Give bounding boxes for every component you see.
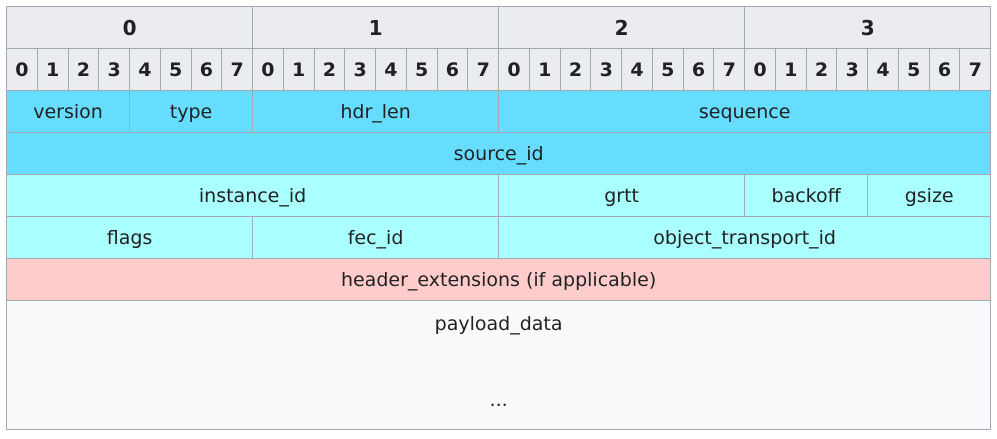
bit-offset-30: 6 [928,48,961,91]
payload-row: payload_data ... [5,300,992,430]
bit-offset-18: 2 [559,48,592,91]
bit-offset-11: 3 [344,48,377,91]
field-backoff: backoff [744,174,869,217]
bit-offset-2: 2 [67,48,100,91]
bit-offset-20: 4 [621,48,653,91]
byte-offset-row: 0 1 2 3 [5,6,992,49]
bit-offset-1: 1 [36,48,69,91]
field-hdr-len: hdr_len [252,90,500,133]
bit-offset-0: 0 [6,48,38,91]
field-header-extensions: header_extensions (if applicable) [5,258,992,301]
bit-offset-4: 4 [129,48,161,91]
bit-offset-27: 3 [836,48,869,91]
bit-offset-12: 4 [375,48,407,91]
bit-offset-6: 6 [190,48,223,91]
bit-offset-21: 5 [651,48,684,91]
byte-offset-2: 2 [498,6,746,49]
header-row-3: instance_id grtt backoff gsize [5,174,992,217]
header-row-1: version type hdr_len sequence [6,90,992,133]
field-fec-id: fec_id [252,216,500,259]
bit-offset-19: 3 [590,48,623,91]
bit-offset-23: 7 [713,48,746,91]
field-flags: flags [5,216,254,259]
bit-offset-14: 6 [436,48,469,91]
field-object-transport-id: object_transport_id [498,216,992,259]
field-grtt: grtt [498,174,746,217]
field-source-id: source_id [5,132,992,175]
bit-offset-9: 1 [282,48,315,91]
header-row-2: source_id [5,132,992,175]
bit-offset-15: 7 [467,48,500,91]
payload-label: payload_data [434,313,563,335]
bit-offset-8: 0 [252,48,284,91]
payload-continuation: ... [489,389,508,411]
bit-offset-10: 2 [313,48,346,91]
bit-offset-3: 3 [98,48,130,91]
bit-offset-24: 0 [744,48,776,91]
bit-offset-26: 2 [805,48,838,91]
byte-offset-0: 0 [5,6,254,49]
bit-offset-22: 6 [682,48,715,91]
bit-offset-31: 7 [959,48,992,91]
bit-offset-25: 1 [774,48,807,91]
field-type: type [128,90,254,133]
field-instance-id: instance_id [5,174,500,217]
bit-offset-29: 5 [897,48,930,91]
field-gsize: gsize [867,174,992,217]
header-row-4: flags fec_id object_transport_id [5,216,992,259]
field-version: version [6,90,130,133]
bit-offset-16: 0 [498,48,530,91]
bit-offset-28: 4 [867,48,899,91]
header-row-5: header_extensions (if applicable) [5,258,992,301]
field-payload-data: payload_data ... [5,300,992,430]
bit-offset-13: 5 [405,48,438,91]
byte-offset-1: 1 [252,6,500,49]
bit-offset-17: 1 [528,48,561,91]
bit-offset-5: 5 [159,48,192,91]
bit-offset-7: 7 [221,48,254,91]
field-sequence: sequence [498,90,992,133]
byte-offset-3: 3 [744,6,992,49]
